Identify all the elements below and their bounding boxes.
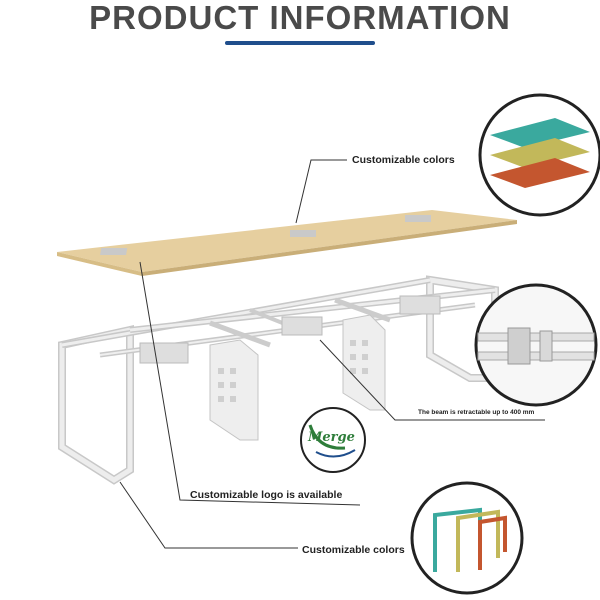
tabletop [57, 210, 517, 276]
callout-logo: Customizable logo is available [190, 489, 343, 501]
callout-top-colors: Customizable colors [352, 154, 455, 166]
logo-circle [300, 407, 366, 473]
callout-beam: The beam is retractable up to 400 mm [418, 409, 535, 416]
page-title: PRODUCT INFORMATION [89, 0, 511, 36]
frame-colors-circle [410, 481, 524, 595]
table-frame [58, 275, 499, 485]
callout-lines [119, 159, 545, 549]
title-underline [225, 41, 375, 45]
callout-bottom-colors: Customizable colors [302, 544, 405, 556]
beam-detail-circle [474, 283, 598, 407]
logo-text: Merge [308, 430, 355, 445]
color-swatch-circle-top [478, 93, 600, 217]
